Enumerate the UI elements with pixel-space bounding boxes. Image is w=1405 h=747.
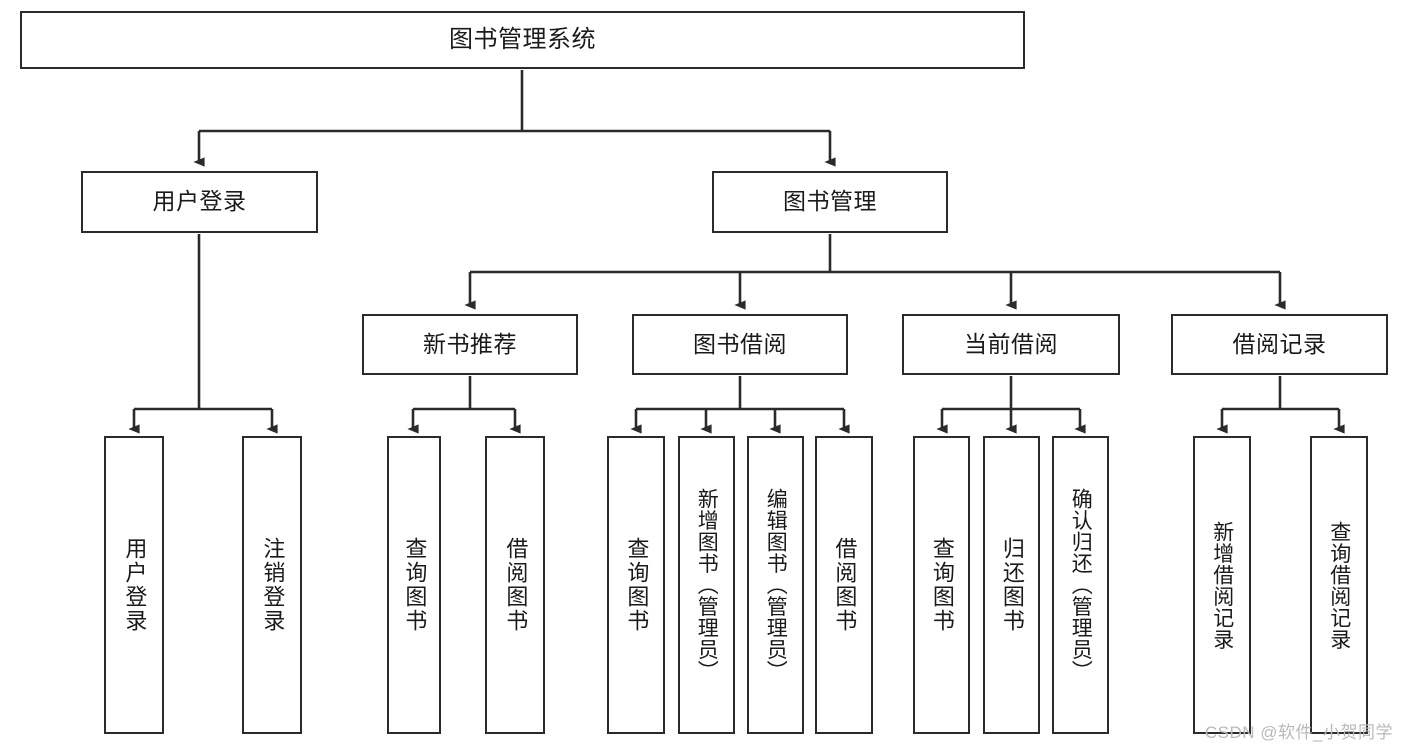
node-label: 查询图书 [402,537,428,633]
leaf-logout-login[interactable]: 注销登录 [242,436,302,734]
leaf-return-book[interactable]: 归还图书 [983,436,1040,734]
node-label: 确认归还（管理员） [1069,488,1093,682]
node-label: 借阅记录 [1232,330,1327,357]
node-label: 图书管理系统 [449,25,596,53]
node-current-borrow[interactable]: 当前借阅 [902,314,1120,375]
node-label: 图书借阅 [693,330,787,357]
node-book-management[interactable]: 图书管理 [712,171,948,233]
node-label: 注销登录 [260,537,286,633]
leaf-query-book-recommend[interactable]: 查询图书 [387,436,441,734]
node-label: 归还图书 [999,537,1025,633]
node-label: 用户登录 [152,188,247,215]
leaf-borrow-book-recommend[interactable]: 借阅图书 [485,436,545,734]
node-label: 编辑图书（管理员） [764,488,788,682]
leaf-query-book-current[interactable]: 查询图书 [913,436,970,734]
leaf-borrow-book[interactable]: 借阅图书 [815,436,873,734]
node-label: 新增图书（管理员） [695,488,719,682]
node-label: 借阅图书 [832,537,858,633]
node-root-system[interactable]: 图书管理系统 [20,11,1025,69]
leaf-add-borrow-record[interactable]: 新增借阅记录 [1193,436,1251,734]
watermark-text: CSDN @软件_小贺同学 [1204,723,1393,742]
node-new-book-recommend[interactable]: 新书推荐 [362,314,578,375]
node-label: 查询借阅记录 [1327,520,1351,650]
node-label: 查询图书 [624,537,650,633]
node-label: 用户登录 [122,537,148,633]
node-label: 图书管理 [783,188,877,215]
leaf-edit-book-admin[interactable]: 编辑图书（管理员） [747,436,804,734]
leaf-confirm-return-admin[interactable]: 确认归还（管理员） [1052,436,1109,734]
node-label: 借阅图书 [503,537,529,633]
leaf-user-login[interactable]: 用户登录 [104,436,164,734]
node-book-borrow[interactable]: 图书借阅 [632,314,848,375]
node-label: 新书推荐 [423,330,517,357]
leaf-query-book-borrow[interactable]: 查询图书 [607,436,665,734]
node-borrow-record[interactable]: 借阅记录 [1171,314,1388,375]
leaf-query-borrow-record[interactable]: 查询借阅记录 [1310,436,1368,734]
node-label: 当前借阅 [964,330,1058,357]
node-label: 查询图书 [929,537,955,633]
leaf-add-book-admin[interactable]: 新增图书（管理员） [678,436,735,734]
node-user-login[interactable]: 用户登录 [81,171,318,233]
node-label: 新增借阅记录 [1210,520,1234,650]
